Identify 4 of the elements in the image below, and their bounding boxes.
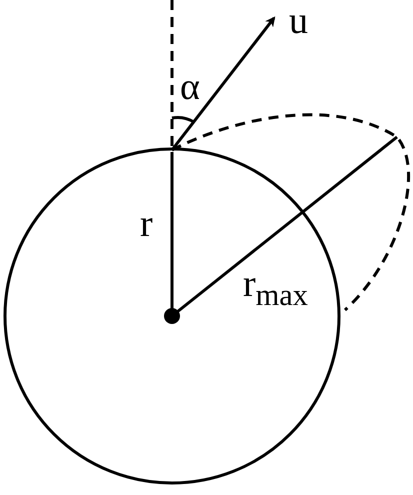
symbol-label: r$_{max}$ — [243, 265, 308, 311]
symbol-label: u — [289, 2, 308, 40]
symbol-label: α — [180, 68, 200, 106]
symbol-label: r — [140, 205, 153, 243]
